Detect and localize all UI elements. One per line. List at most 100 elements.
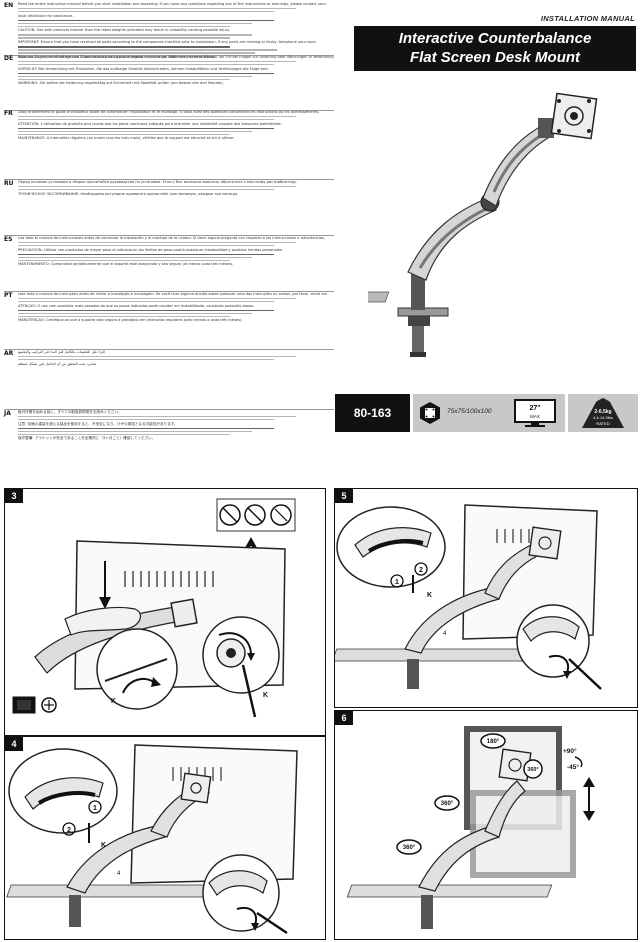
instruction-line: 保守整備: ブラケットが安全であることを定期的に（3ヶ月ごと）確認してください。 xyxy=(18,436,156,441)
rotation-360-label-b: 360° xyxy=(441,801,454,807)
text-line-placeholder xyxy=(18,130,252,133)
text-line-placeholder xyxy=(18,355,297,358)
step-5-key-label: K xyxy=(427,592,432,599)
step-panel-6: 6 180° 360° 360° 360° +90° -45° xyxy=(334,710,638,940)
text-line-placeholder xyxy=(18,300,274,303)
language-block-ja: JA 取付作業を始める前に、すべての取扱説明書をお読みください。注意: 定格の重量… xyxy=(4,410,334,458)
instruction-line: 取付作業を始める前に、すべての取扱説明書をお読みください。 xyxy=(18,410,122,414)
hex-key-label-2: K xyxy=(263,692,268,699)
step-5-mark-1: 1 xyxy=(395,579,399,586)
text-line-placeholder xyxy=(18,115,297,118)
instruction-line: 注意: 定格の重量を超える製品を使用すると、不安定になり、けがの原因となる可能性… xyxy=(18,421,178,426)
step-panel-5: 5 1 2 K 4 xyxy=(334,488,638,708)
step-3-illustration: ! K K xyxy=(12,498,296,718)
text-line-placeholder xyxy=(18,51,255,54)
tilt-up-label: +90° xyxy=(563,747,577,755)
language-separator xyxy=(4,55,334,56)
language-separator xyxy=(4,409,334,410)
text-line-placeholder xyxy=(18,309,274,312)
tools-icon xyxy=(216,498,296,532)
step-4-arm-label: 4 xyxy=(117,871,121,877)
instruction-line: Lisez entièrement le guide d'utilisateur… xyxy=(18,110,320,114)
instruction-line: Read the entire instruction manual befor… xyxy=(18,2,326,6)
language-code: EN xyxy=(4,2,14,9)
language-text: 取付作業を始める前に、すべての取扱説明書をお読みください。注意: 定格の重量を超… xyxy=(18,410,334,441)
step-number: 3 xyxy=(5,489,23,503)
instruction-line: WARNING: Check that the bracket is secur… xyxy=(18,54,216,59)
step-4-mark-1: 1 xyxy=(93,805,97,812)
text-line-placeholder xyxy=(18,312,252,315)
hex-key-label: K xyxy=(111,698,116,705)
text-line-placeholder xyxy=(18,315,230,318)
language-separator xyxy=(4,235,334,236)
step-number: 6 xyxy=(335,711,353,725)
vesa-hex-icon xyxy=(420,402,440,424)
step-4-mark-2: 2 xyxy=(67,827,71,834)
language-code: JA xyxy=(4,410,11,417)
language-text: اقرأ دليل التعليمات بالكامل قبل البدء في… xyxy=(18,350,334,366)
text-line-placeholder xyxy=(18,358,274,361)
language-text: Read the entire instruction manual befor… xyxy=(18,2,334,59)
weight-label: RATED xyxy=(596,421,609,426)
text-line-placeholder xyxy=(18,241,297,244)
rotation-360-label-c: 360° xyxy=(403,845,416,851)
text-line-placeholder xyxy=(18,188,274,191)
rotation-180-label: 180° xyxy=(487,739,500,745)
instruction-line: Перед началом установки и сборки прочита… xyxy=(18,180,298,184)
step-number: 4 xyxy=(5,737,23,751)
instruction-line: WARNUNG: Sie sollten die Halterung regel… xyxy=(18,81,224,86)
text-line-placeholder xyxy=(18,427,274,430)
text-line-placeholder xyxy=(18,72,274,75)
text-line-placeholder xyxy=(18,49,278,51)
text-line-placeholder xyxy=(18,118,274,121)
text-line-placeholder xyxy=(18,430,252,433)
step-5-illustration: 1 2 K 4 xyxy=(335,504,602,690)
language-text: Bitte vor Beginn der Montage und Zusamme… xyxy=(18,55,334,86)
language-code: ES xyxy=(4,236,13,243)
text-line-placeholder xyxy=(18,244,274,247)
step-4-illustration: 1 2 K 4 xyxy=(6,744,298,935)
text-line-placeholder xyxy=(18,253,274,256)
instruction-line: VORSICHT: Bei Verwendung mit Produkten, … xyxy=(18,66,269,71)
screen-size-value: 27" xyxy=(529,405,540,412)
text-line-placeholder xyxy=(18,133,230,136)
instruction-line: MANUTENÇÃO: Certifique-se que o suporte … xyxy=(18,318,243,323)
rotation-360-label-a: 360° xyxy=(527,767,538,773)
title-line-1: Interactive Counterbalance xyxy=(398,30,592,47)
spec-row: 80-163 75x75/100x100 27" MAX 2-6.5kg 4.4… xyxy=(335,394,638,432)
screen-size-sub: MAX xyxy=(530,414,540,419)
instruction-line: ATENÇÃO: O uso com produtos mais pesados… xyxy=(18,303,255,308)
text-line-placeholder xyxy=(18,10,274,13)
weight-icon: 2-6.5kg 4.4-14.3lbs RATED xyxy=(582,398,624,428)
model-number: 80-163 xyxy=(335,394,410,432)
language-separator xyxy=(4,179,334,180)
step-5-mark-2: 2 xyxy=(419,567,423,574)
text-line-placeholder xyxy=(18,63,274,66)
language-separator xyxy=(4,349,334,350)
vesa-label: 75x75/100x100 xyxy=(447,408,492,415)
step-5-arm-label: 4 xyxy=(443,631,447,637)
instruction-line: تحذير: يجب التحقق من أن الحامل آمن بشكل … xyxy=(18,361,97,366)
instruction-line: IMPORTANT: Ensure that you have received… xyxy=(18,40,316,45)
step-number: 5 xyxy=(335,489,353,503)
title-banner: Interactive Counterbalance Flat Screen D… xyxy=(354,26,636,71)
language-code: PT xyxy=(4,292,13,299)
text-line-placeholder xyxy=(18,297,297,300)
text-line-placeholder xyxy=(18,418,274,421)
instruction-line: local distributor for assistance. xyxy=(18,13,74,18)
language-code: RU xyxy=(4,180,14,187)
text-line-placeholder xyxy=(18,37,230,39)
language-code: DE xyxy=(4,55,14,62)
text-line-placeholder xyxy=(18,25,230,28)
step-panel-3: 3 ! xyxy=(4,488,326,736)
text-line-placeholder xyxy=(18,7,297,10)
language-separator xyxy=(4,110,334,111)
language-separator xyxy=(4,291,334,292)
text-line-placeholder xyxy=(18,34,252,36)
weight-value: 2-6.5kg xyxy=(594,409,611,415)
instruction-line: Bitte vor Beginn der Montage und Zusamme… xyxy=(18,55,334,59)
language-text: Lisez entièrement le guide d'utilisateur… xyxy=(18,110,334,141)
instruction-line: اقرأ دليل التعليمات بالكامل قبل البدء في… xyxy=(18,350,105,354)
